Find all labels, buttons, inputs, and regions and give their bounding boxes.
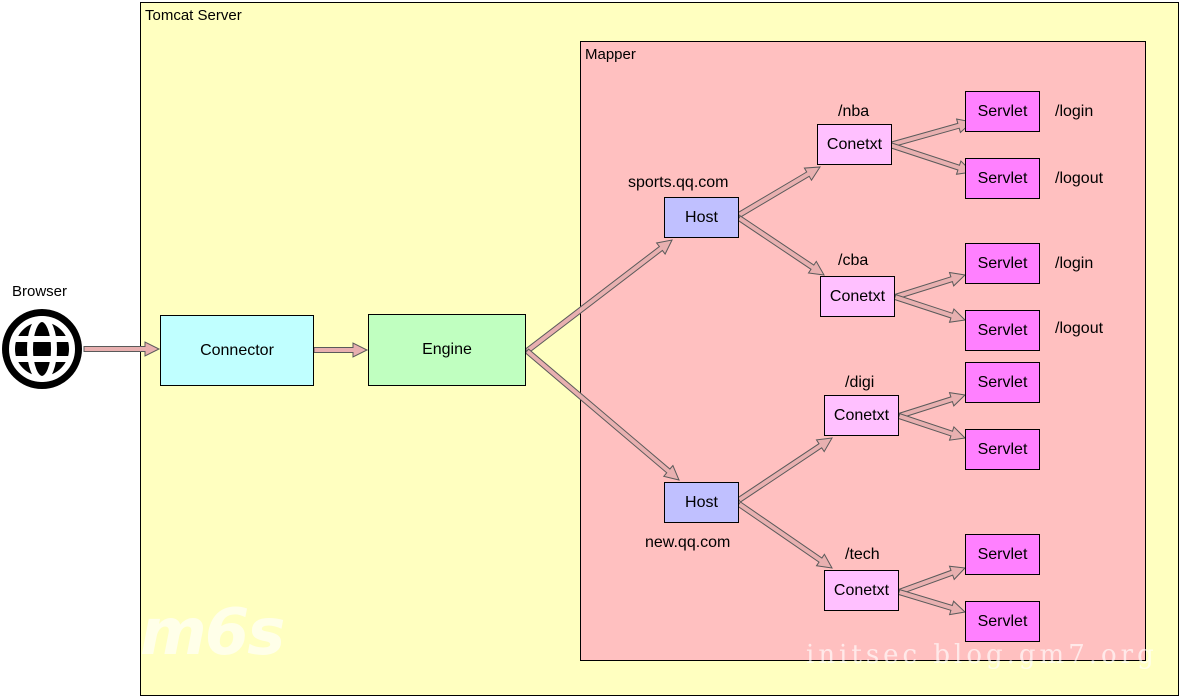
connector-arrow <box>897 412 967 441</box>
connector-arrow <box>888 118 974 149</box>
host-box-sports: Host <box>664 197 739 238</box>
connector-arrow <box>736 437 833 503</box>
connector-arrow <box>524 239 673 354</box>
servlet-box: Servlet <box>965 429 1040 470</box>
watermark-text: initsec blog.gm7.org <box>806 640 1158 670</box>
servlet-box: Servlet <box>965 158 1040 199</box>
context-label: Conetxt <box>833 581 890 599</box>
globe-icon <box>2 309 82 389</box>
connector-arrow <box>736 501 833 569</box>
servlet-box: Servlet <box>965 91 1040 132</box>
servlet-url: /logout <box>1055 170 1104 187</box>
servlet-box: Servlet <box>965 534 1040 575</box>
servlet-box: Servlet <box>965 243 1040 284</box>
connector-arrow <box>888 141 974 175</box>
tomcat-server-label: Tomcat Server <box>145 7 242 24</box>
servlet-label: Servlet <box>977 373 1028 391</box>
host-domain-sports: sports.qq.com <box>628 174 729 191</box>
context-path-cba: /cba <box>838 252 869 269</box>
browser-label: Browser <box>12 283 68 300</box>
engine-box: Engine <box>368 314 526 386</box>
host-domain-news: new.qq.com <box>645 534 731 551</box>
connector-arrow <box>737 166 821 218</box>
servlet-box: Servlet <box>965 310 1040 351</box>
host-box-news: Host <box>664 482 739 523</box>
servlet-label: Servlet <box>977 169 1028 187</box>
servlet-box: Servlet <box>965 362 1040 403</box>
servlet-box: Servlet <box>965 601 1040 642</box>
connector-label: Connector <box>200 341 274 359</box>
servlet-label: Servlet <box>977 612 1028 630</box>
servlet-label: Servlet <box>977 254 1028 272</box>
connector-arrow <box>524 348 680 481</box>
connector-box: Connector <box>160 315 314 386</box>
servlet-label: Servlet <box>977 440 1028 458</box>
connector-arrow <box>897 588 967 616</box>
connector-arrow <box>83 341 161 357</box>
servlet-url: /logout <box>1055 320 1104 337</box>
context-path-nba: /nba <box>838 103 870 120</box>
context-label: Conetxt <box>826 135 883 153</box>
context-box-cba: Conetxt <box>820 276 895 317</box>
watermark-logo: m6s <box>140 596 285 670</box>
servlet-label: Servlet <box>977 321 1028 339</box>
context-label: Conetxt <box>829 287 886 305</box>
context-path-tech: /tech <box>845 546 880 563</box>
host-label: Host <box>685 493 718 511</box>
servlet-url: /login <box>1055 255 1094 272</box>
connector-arrow <box>897 391 967 420</box>
servlet-url: /login <box>1055 103 1094 120</box>
connector-arrow <box>893 271 967 301</box>
servlet-label: Servlet <box>977 102 1028 120</box>
servlet-label: Servlet <box>977 545 1028 563</box>
engine-label: Engine <box>422 341 472 358</box>
connector-arrow <box>736 215 825 276</box>
host-label: Host <box>685 208 718 226</box>
context-box-digi: Conetxt <box>824 395 899 436</box>
context-box-nba: Conetxt <box>817 124 892 165</box>
context-label: Conetxt <box>833 406 890 424</box>
mapper-label: Mapper <box>585 46 636 63</box>
connector-arrow <box>313 342 369 358</box>
context-box-tech: Conetxt <box>824 570 899 611</box>
connector-arrow <box>897 565 967 595</box>
context-path-digi: /digi <box>845 374 875 391</box>
connector-arrow <box>893 293 967 323</box>
